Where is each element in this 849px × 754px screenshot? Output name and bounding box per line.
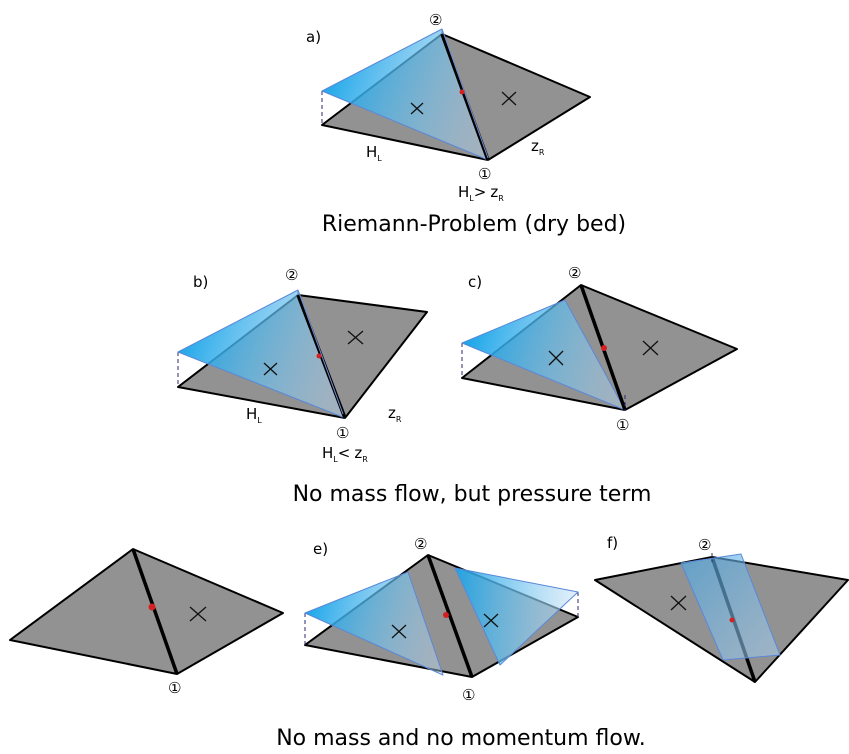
caption-pressure-term: No mass flow, but pressure term (293, 482, 652, 507)
panel-c-label: c) (468, 273, 482, 291)
node-2-label: ② (698, 536, 711, 554)
interface-midpoint-dot (317, 354, 322, 359)
bed-elevation-right-label: zR (531, 137, 545, 157)
panel-c: c) ② ① (462, 264, 737, 434)
interface-midpoint-dot (601, 345, 607, 351)
water-level-left-label: HL (366, 143, 382, 163)
condition-label: HL<zR (322, 444, 368, 464)
node-1-label: ① (478, 165, 491, 183)
panel-f: f) ② (595, 534, 848, 682)
panel-b-label: b) (193, 273, 208, 291)
interface-midpoint-dot (443, 612, 449, 618)
node-2-label: ② (429, 11, 442, 29)
node-2-label: ② (285, 266, 298, 284)
panel-e-label: e) (313, 540, 328, 558)
panel-a-label: a) (306, 28, 321, 46)
node-1-label: ① (462, 686, 475, 704)
panel-a: a) ② ① HL zR HL>zR (306, 11, 590, 203)
panel-e: e) ② ① (305, 535, 578, 704)
node-1-label: ① (336, 424, 349, 442)
node-2-label: ② (414, 535, 427, 553)
interface-midpoint-dot (149, 604, 156, 611)
interface-midpoint-dot (460, 90, 465, 95)
bed-elevation-right-label: zR (388, 404, 402, 424)
caption-riemann-problem: Riemann-Problem (dry bed) (322, 212, 626, 237)
panel-b: b) ② ① HL zR HL<zR (178, 266, 427, 464)
water-level-left-label: HL (246, 405, 262, 425)
panel-f-label: f) (607, 534, 618, 552)
node-1-label: ① (616, 416, 629, 434)
panel-d: ① (10, 549, 283, 697)
node-2-label: ② (568, 264, 581, 282)
interface-midpoint-dot (730, 618, 735, 623)
condition-label: HL>zR (458, 183, 504, 203)
bed-plane (10, 549, 283, 674)
caption-no-momentum-flow: No mass and no momentum flow. (276, 726, 646, 751)
node-1-label: ① (168, 679, 181, 697)
